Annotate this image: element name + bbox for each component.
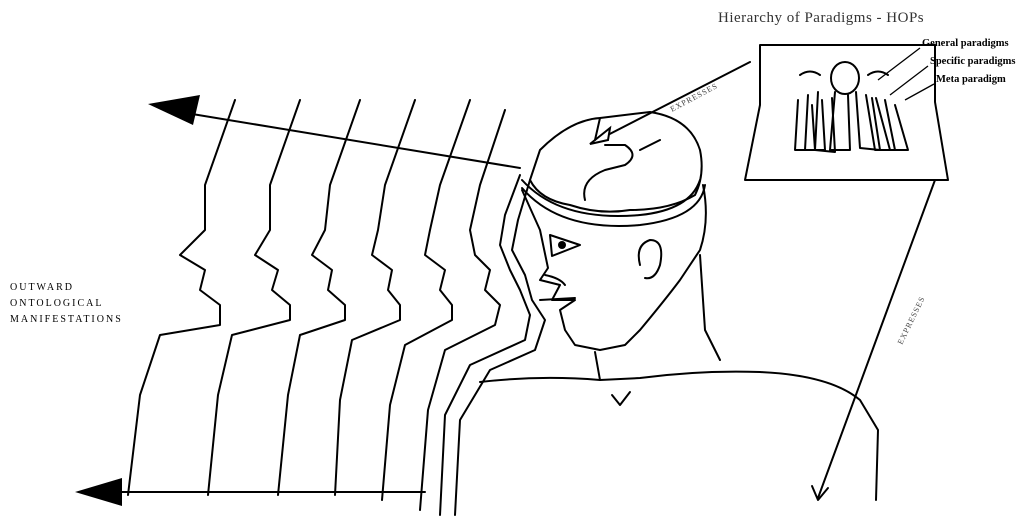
side-label-line-3: MANIFESTATIONS — [10, 314, 123, 325]
neck-left — [595, 352, 600, 380]
brain-top — [530, 112, 702, 212]
arrow-outward-lower-head — [75, 478, 122, 506]
arrow-panel-to-head — [598, 62, 750, 140]
profile-2 — [208, 100, 300, 495]
arrow-outward-upper — [180, 112, 520, 168]
profile-8 — [455, 180, 545, 515]
pointer-general — [878, 48, 920, 80]
profile-3 — [278, 100, 360, 495]
arrow-outward-upper-head — [148, 95, 200, 125]
arrow-panel-to-head-head — [590, 128, 610, 144]
arrow-label-right: EXPRESSES — [896, 295, 927, 346]
paradigm-pillars — [795, 62, 908, 152]
pointer-meta — [905, 84, 934, 100]
side-label-line-1: OUTWARD — [10, 282, 74, 293]
meta-paradigm-oval — [831, 62, 859, 94]
pupil — [558, 241, 566, 249]
diagram-title: Hierarchy of Paradigms - HOPs — [718, 10, 924, 26]
ear — [639, 240, 662, 278]
profile-4 — [335, 100, 415, 495]
brain-folds — [584, 118, 660, 200]
profile-6 — [420, 110, 505, 510]
collar-mark — [612, 392, 630, 405]
side-label-line-2: ONTOLOGICAL — [10, 298, 103, 309]
arrow-label-upper: EXPRESSES — [669, 81, 720, 114]
legend-general-paradigms: General paradigms — [922, 38, 1009, 49]
neck-back — [700, 255, 720, 360]
legend-meta-paradigm: Meta paradigm — [936, 74, 1006, 85]
profile-1 — [128, 100, 235, 495]
shoulders — [480, 372, 878, 500]
legend-specific-paradigms: Specific paradigms — [930, 56, 1015, 67]
central-head — [480, 112, 878, 500]
hops-panel — [745, 45, 948, 180]
